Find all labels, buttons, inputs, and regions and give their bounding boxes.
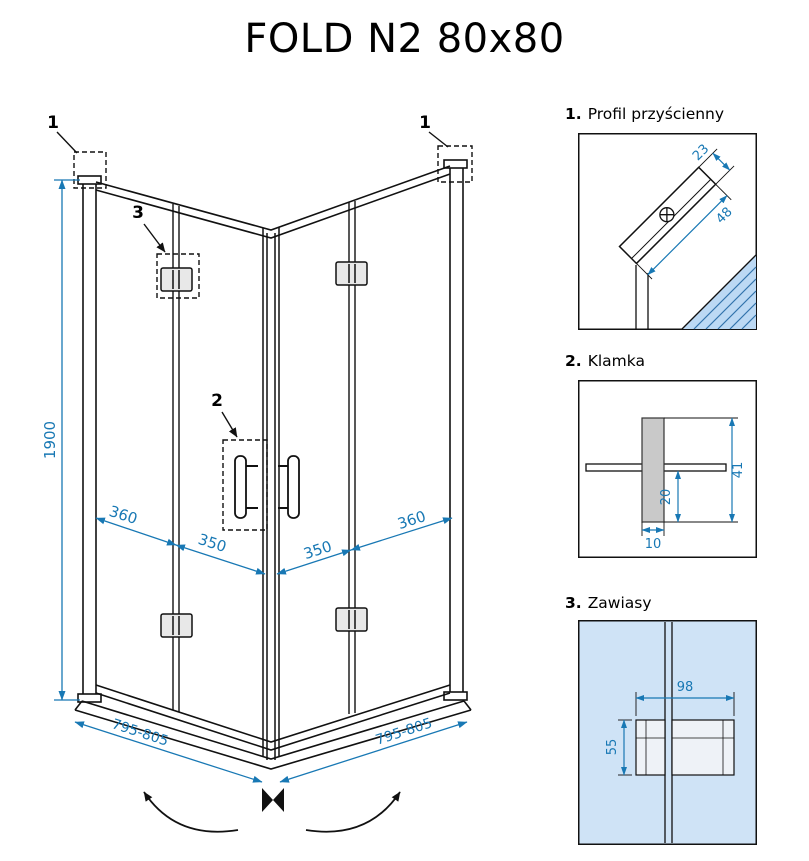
handle-left <box>234 455 258 519</box>
detail-2-name: Klamka <box>587 352 645 370</box>
detail-3-dim-lines <box>621 695 735 776</box>
dim-left-outer-label: 360 <box>107 502 140 528</box>
callout-1-left-label: 1 <box>47 113 59 133</box>
detail-2-dim-lines <box>641 417 735 533</box>
dim-panels <box>95 517 453 575</box>
dim-height <box>54 179 80 701</box>
callout-box-right-profile <box>437 145 473 183</box>
detail-3-dim-width-label: 98 <box>677 680 694 695</box>
detail-3-number: 3. <box>565 594 582 612</box>
detail-2-label: 2. Klamka <box>565 351 645 371</box>
hinge-body <box>635 719 735 776</box>
handle-grip-section <box>641 417 665 523</box>
dim-right-outer-label: 360 <box>395 507 428 533</box>
detail-2-dim-thickness-label: 10 <box>645 537 662 552</box>
dim-bottom-right-label: 795-805 <box>374 715 435 748</box>
right-wall-profile <box>443 159 468 701</box>
detail-1-number: 1. <box>565 105 582 123</box>
detail-2-dim-below-label: 20 <box>659 489 674 506</box>
detail-1-name: Profil przyścienny <box>587 105 725 123</box>
callout-box-hinge <box>156 253 200 299</box>
detail-1-label: 1. Profil przyścienny <box>565 104 724 124</box>
callout-2-label: 2 <box>211 391 223 411</box>
corner-profiles <box>262 227 280 760</box>
handles <box>234 455 300 519</box>
hinges <box>160 261 368 638</box>
detail-3-dim-height-label: 55 <box>605 739 620 756</box>
callout-leaders <box>56 131 449 438</box>
dim-bottom <box>74 721 468 783</box>
detail-wall-profile-drawing: 23 48 <box>578 133 757 330</box>
folded-door-symbol <box>262 788 284 812</box>
wall-section <box>681 254 757 330</box>
callout-1-right-label: 1 <box>419 113 431 133</box>
wall-profile-bar: 23 48 <box>618 142 736 280</box>
product-title: FOLD N2 80x80 <box>244 16 565 62</box>
handle-right <box>278 455 300 519</box>
detail-hinge-drawing: 98 55 <box>578 620 757 845</box>
main-isometric-drawing: 1 1 3 2 1900 360 350 350 360 795-805 795… <box>41 113 473 833</box>
left-wall-profile <box>77 175 102 703</box>
callout-3-label: 3 <box>132 203 144 223</box>
callout-box-left-profile <box>73 151 107 189</box>
hinge-left-bottom <box>160 613 193 638</box>
detail-3-label: 3. Zawiasy <box>565 593 652 613</box>
hinge-right-bottom <box>335 607 368 632</box>
callout-boxes <box>73 145 473 531</box>
dim-height-label: 1900 <box>41 421 59 459</box>
hinge-right-top <box>335 261 368 286</box>
callout-box-handle <box>222 439 268 531</box>
detail-3-name: Zawiasy <box>587 594 652 612</box>
fold-lines <box>172 201 356 714</box>
dim-left-inner-label: 350 <box>196 530 229 556</box>
fold-direction-arrows <box>143 791 401 833</box>
dim-right-inner-label: 350 <box>301 537 334 563</box>
hinge-left-top <box>160 267 193 292</box>
dim-bottom-left-label: 795-805 <box>110 716 171 749</box>
detail-2-number: 2. <box>565 352 582 370</box>
detail-2-dim-total-label: 41 <box>731 462 746 479</box>
top-rails <box>95 165 451 239</box>
detail-handle-drawing: 41 20 10 <box>578 380 757 558</box>
profile-leg-lines <box>635 265 649 329</box>
